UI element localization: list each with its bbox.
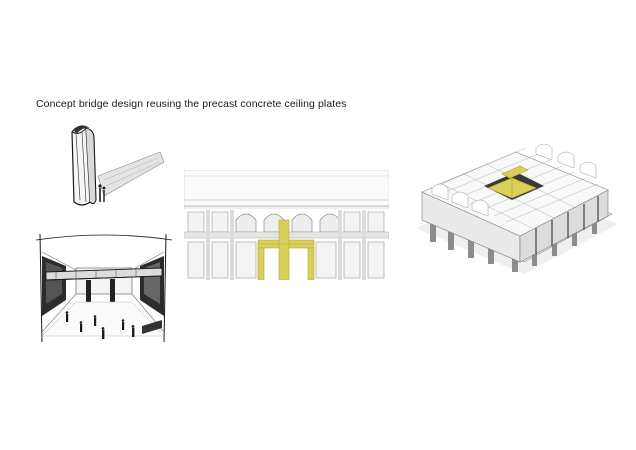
ceiling-plate-sketch <box>60 118 170 210</box>
hall-perspective-sketch <box>36 232 172 344</box>
axonometric-model-drawing <box>412 128 622 278</box>
figure-caption: Concept bridge design reusing the precas… <box>36 98 347 110</box>
facade-elevation-drawing <box>184 170 389 280</box>
